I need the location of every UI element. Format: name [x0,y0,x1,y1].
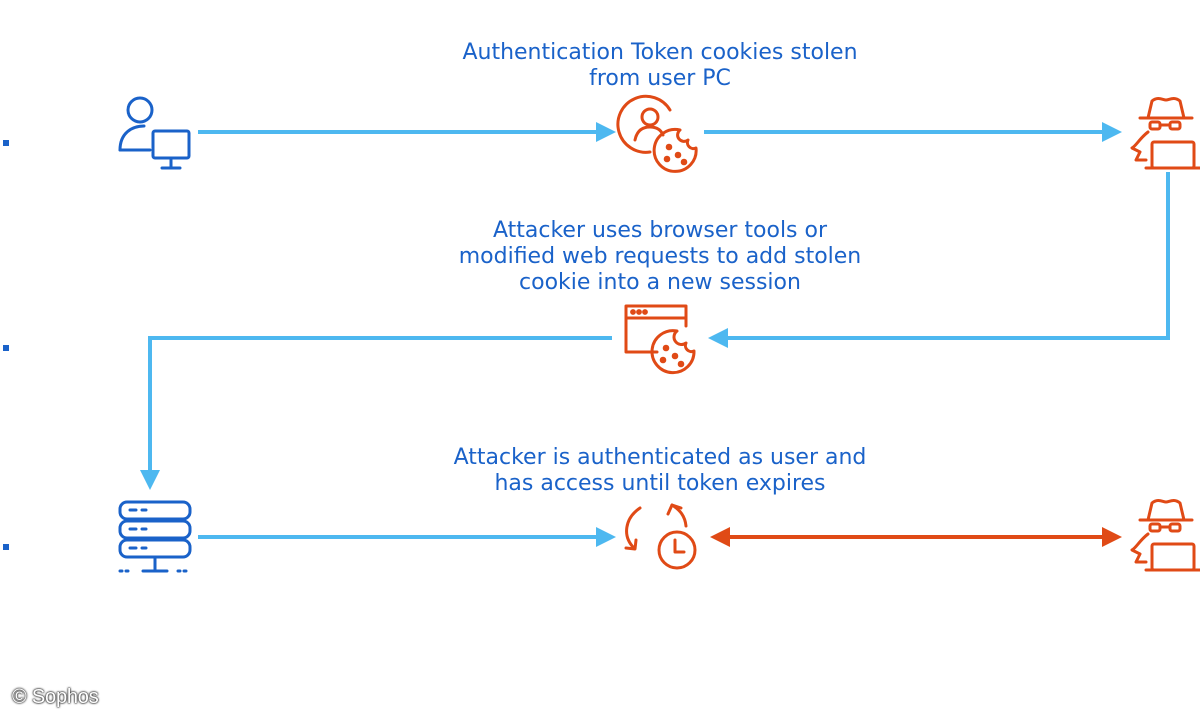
step2-caption: Attacker uses browser tools or modified … [420,218,900,296]
caption-line: from user PC [589,66,731,91]
user-pc-icon [118,96,191,170]
hacker-icon [1130,96,1200,170]
hacker-icon-bottom [1130,498,1200,572]
clock-refresh-icon [624,503,697,570]
left-edge-marker [3,140,9,146]
arrow-hacker-to-browser [708,172,1170,348]
caption-line: cookie into a new session [519,270,801,295]
left-edge-marker [3,544,9,550]
user-cookie-icon [616,94,698,173]
step3-caption: Attacker is authenticated as user and ha… [420,445,900,497]
caption-line: Authentication Token cookies stolen [462,40,858,65]
left-edge-marker [3,345,9,351]
caption-line: Attacker is authenticated as user and [453,445,867,470]
arrow-browser-to-server [140,336,612,490]
step1-caption: Authentication Token cookies stolen from… [420,40,900,92]
caption-line: modified web requests to add stolen [458,244,862,269]
caption-line: Attacker uses browser tools or [492,218,828,243]
server-icon [118,500,192,573]
caption-line: has access until token expires [494,471,826,496]
browser-cookie-icon [624,304,696,375]
copyright-notice: © Sophos [12,686,99,708]
